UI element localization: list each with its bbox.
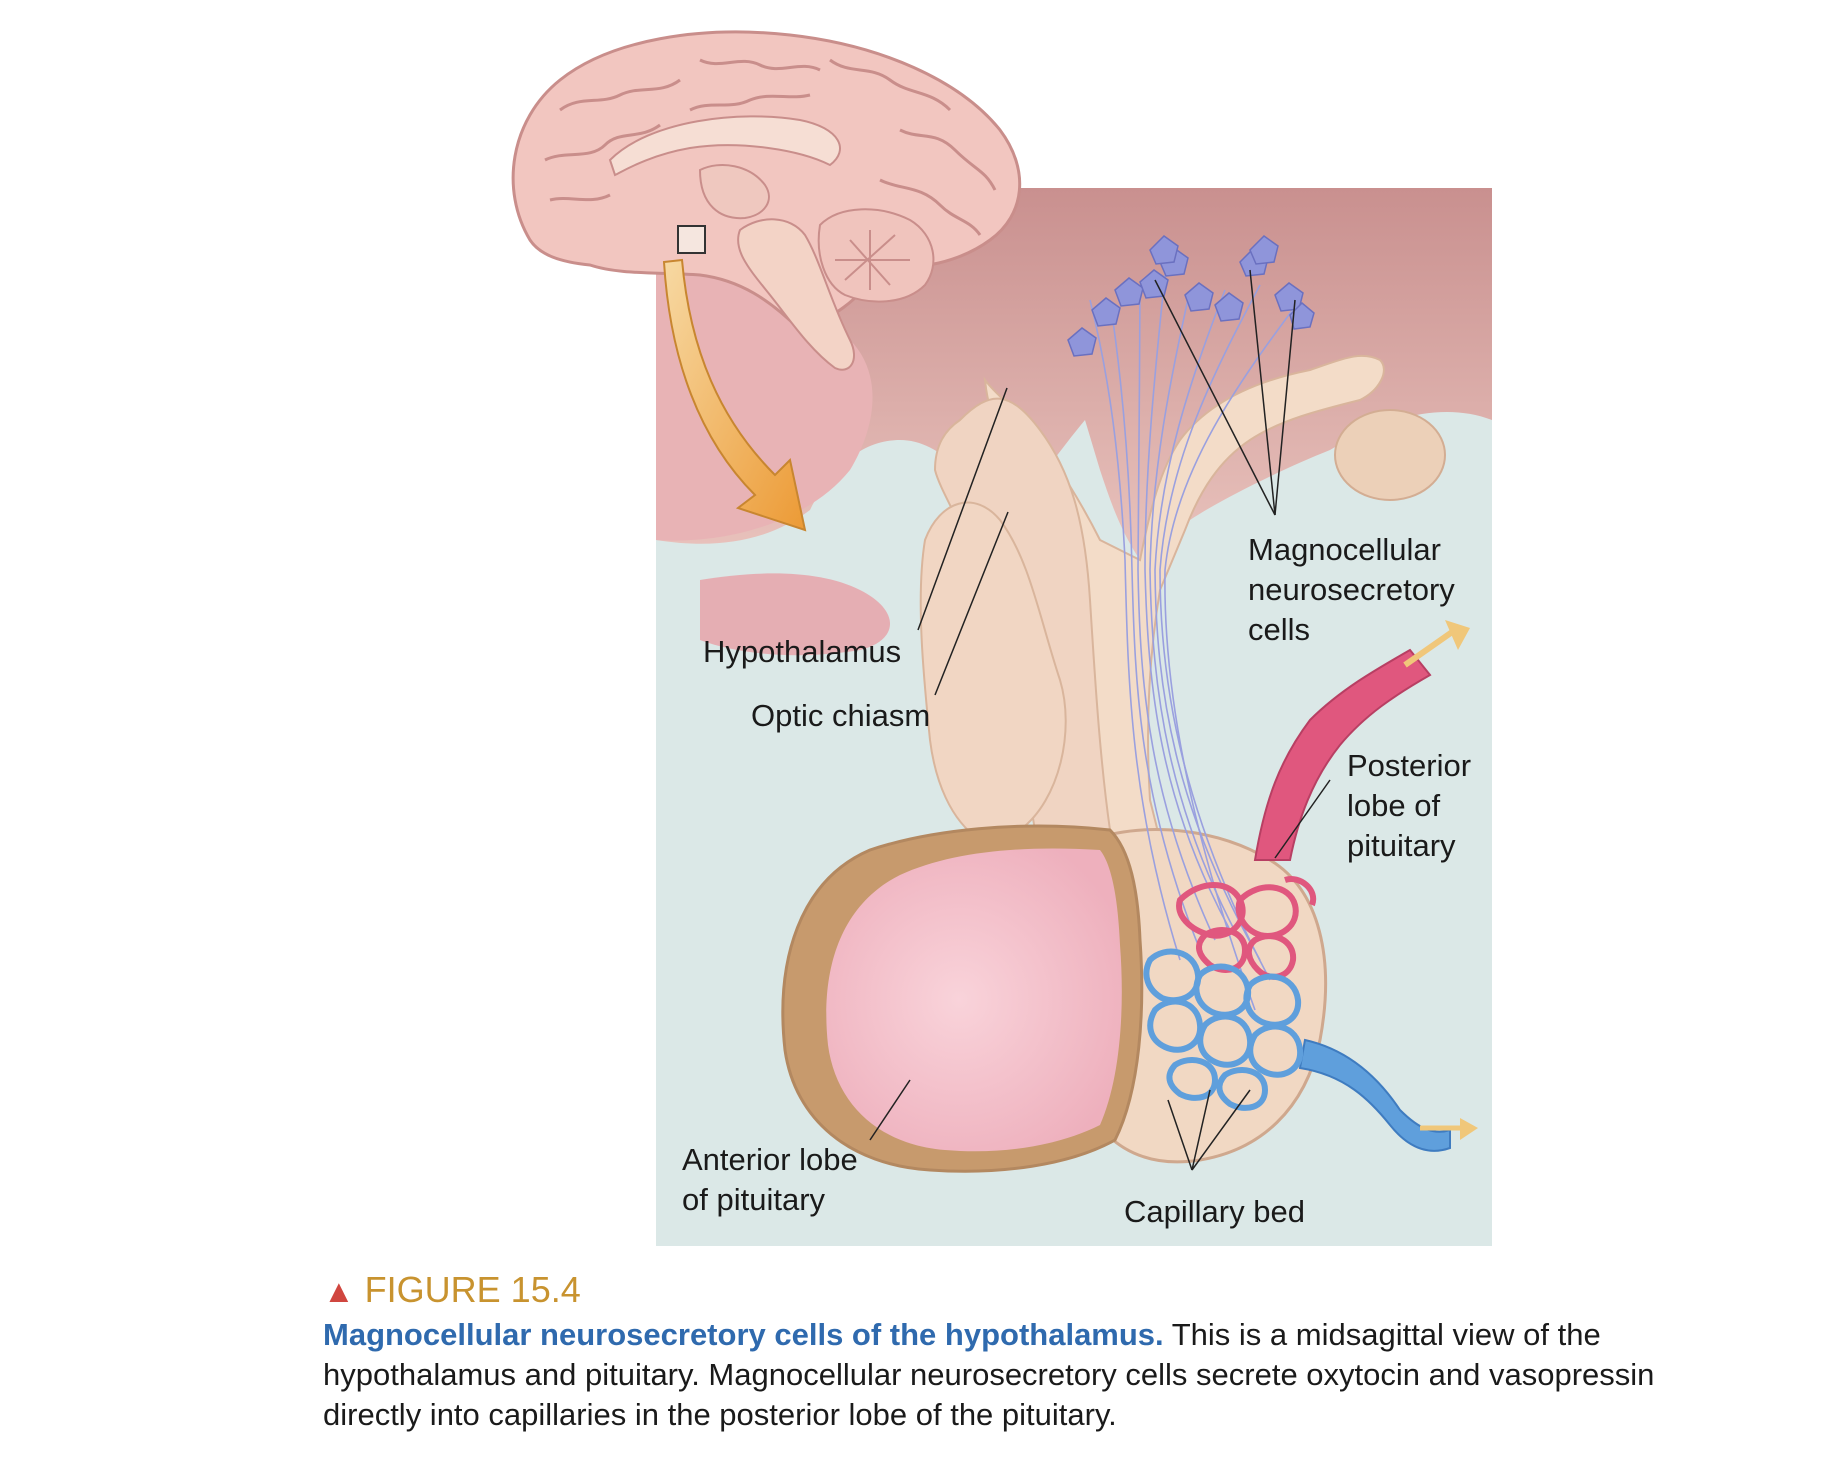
cerebellum: [817, 208, 935, 303]
corpus-callosum: [608, 115, 841, 177]
label-capillary-bed: Capillary bed: [1124, 1194, 1305, 1229]
artery: [1253, 648, 1432, 861]
caption-text: Magnocellular neurosecretory cells of th…: [323, 1315, 1703, 1435]
diagram-figure: [511, 30, 1492, 1246]
brain-overview: [511, 30, 1022, 371]
artery-arrow-head: [1445, 620, 1470, 650]
figure-caption: ▲FIGURE 15.4 Magnocellular neurosecretor…: [323, 1268, 1703, 1435]
label-posterior-line3: pituitary: [1347, 828, 1456, 863]
brain-gyri: [544, 58, 997, 236]
figure-number-text: FIGURE 15.4: [364, 1269, 581, 1310]
label-posterior-lobe: Posterior lobe of pituitary: [1347, 746, 1471, 866]
leader-lines: [869, 269, 1331, 1171]
artery-arrow: [1403, 627, 1457, 668]
caption-body: This is a midsagittal view of the hypoth…: [323, 1317, 1655, 1432]
figure-number: ▲FIGURE 15.4: [323, 1268, 1703, 1313]
vein: [1298, 1038, 1451, 1152]
anterior-lobe-inner: [826, 848, 1122, 1152]
label-magnocellular-line2: neurosecretory: [1248, 572, 1455, 607]
thalamus: [698, 164, 770, 220]
label-hypothalamus: Hypothalamus: [703, 634, 902, 669]
label-magnocellular-line1: Magnocellular: [1248, 532, 1441, 567]
axon-bundle: [1089, 274, 1301, 1011]
capillary-bed-network: [1143, 876, 1317, 1111]
label-posterior-line1: Posterior: [1347, 748, 1472, 783]
label-magnocellular-line3: cells: [1248, 612, 1311, 647]
neuron-cell-bodies: [1067, 235, 1315, 357]
optic-chiasm: [919, 501, 1067, 842]
vein-arrow-head: [1460, 1118, 1478, 1140]
zoom-box: [677, 225, 706, 254]
label-posterior-line2: lobe of: [1347, 788, 1441, 823]
lower-fold: [700, 573, 890, 656]
label-magnocellular: Magnocellular neurosecretory cells: [1248, 530, 1455, 650]
label-anterior-line2: of pituitary: [682, 1182, 826, 1217]
cerebellum-folia: [835, 230, 910, 290]
caption-title: Magnocellular neurosecretory cells of th…: [323, 1317, 1164, 1352]
posterior-lobe: [1088, 828, 1328, 1164]
mammillary-body: [1334, 409, 1446, 501]
label-anterior-lobe: Anterior lobe of pituitary: [682, 1140, 858, 1220]
label-optic-chiasm: Optic chiasm: [751, 698, 931, 733]
brainstem: [737, 218, 855, 371]
label-anterior-line1: Anterior lobe: [682, 1142, 858, 1177]
triangle-icon: ▲: [323, 1273, 355, 1309]
zoom-arrow: [662, 258, 807, 532]
